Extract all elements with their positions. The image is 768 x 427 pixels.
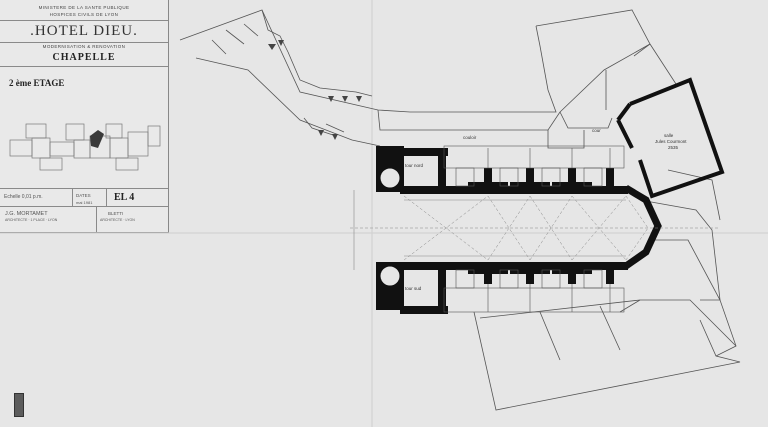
title-block-rule [0, 206, 168, 207]
title-block-rule [0, 188, 168, 189]
sheet-number: EL 4 [114, 192, 135, 203]
dates-label: DATES [76, 193, 91, 198]
key-plan [9, 123, 161, 171]
architect-1-name: J.G. MORTAMET [5, 211, 48, 217]
title-block-divider [106, 188, 107, 206]
bay-outlines [443, 145, 625, 313]
title-block-rule [0, 42, 168, 43]
ministry-text: MINISTERE DE LA SANTE PUBLIQUE [38, 5, 130, 10]
salle-jules-courmont [616, 77, 725, 199]
cour-label: cour [592, 128, 601, 133]
key-plan-highlight [90, 130, 104, 148]
nave-guides [404, 199, 626, 257]
adjacent-buildings [179, 9, 741, 411]
title-block-rule [0, 66, 168, 67]
title-block-divider [96, 206, 97, 232]
dates-value: mai 1981 [76, 200, 93, 205]
title-block: MINISTERE DE LA SANTE PUBLIQUE HOSPICES … [0, 0, 169, 233]
floor-label: 2 ème ETAGE [9, 78, 65, 88]
couloir-label: couloir [463, 135, 477, 140]
hospices-text: HOSPICES CIVILS DE LYON [49, 12, 119, 17]
chapel-walls [376, 146, 662, 314]
salle-name-label: Jules Courmont [655, 139, 687, 144]
tour-sud-label: tour sud [405, 286, 422, 291]
modernisation-text: MODERNISATION & RENOVATION [42, 44, 126, 49]
tour-nord-label: tour nord [405, 163, 424, 168]
color-swatch [14, 393, 24, 417]
title-block-divider [72, 188, 73, 206]
vault-lines [350, 195, 720, 261]
architect-2-name: BLETTI [108, 211, 124, 216]
stair-marks [268, 40, 362, 140]
salle-label: salle [664, 133, 674, 138]
architect-1-address: ARCHITECTE · 1 PLACE · LYON [5, 218, 58, 222]
title-block-rule [0, 20, 168, 21]
buttresses [468, 168, 614, 284]
architect-2-address: ARCHITECTE · LYON [100, 218, 135, 222]
hotel-dieu-title: .HOTEL DIEU. [30, 23, 138, 39]
scale-text: Echelle 0,01 p.m. [4, 194, 43, 200]
chapelle-title: CHAPELLE [52, 52, 116, 63]
salle-number-label: 2535 [668, 145, 679, 150]
